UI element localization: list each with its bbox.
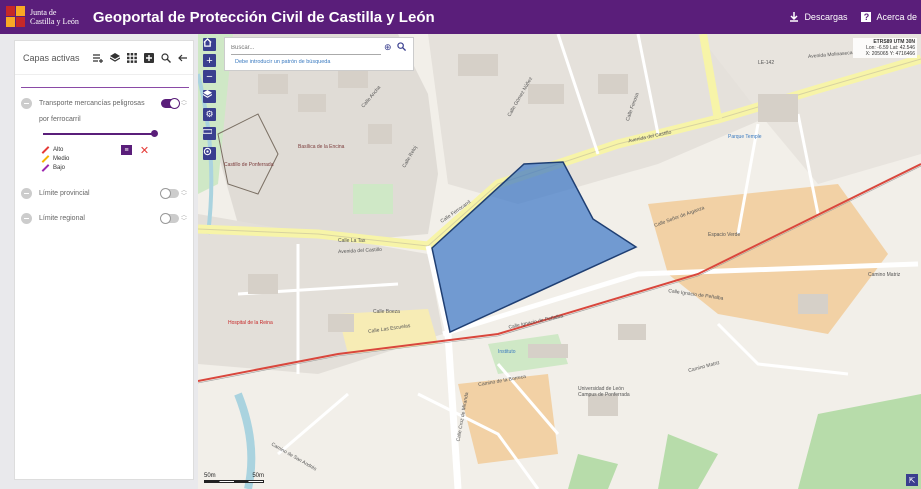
reorder-chevron-icon[interactable]: ︿﹀ [180, 213, 187, 225]
downloads-label: Descargas [804, 12, 848, 22]
coords-title: ETRS89 UTM 30N [873, 39, 915, 45]
layer-name-line1: Transporte mercancías peligrosas [39, 100, 145, 107]
grid-icon[interactable] [125, 51, 139, 65]
legend-swatch [41, 155, 50, 163]
layer-item-limite-regional: Límite regional ︿﹀ [21, 213, 187, 227]
opacity-slider[interactable] [43, 130, 158, 137]
map-label: Parque Temple [728, 134, 762, 140]
legend-item-medio: Medio [41, 155, 70, 163]
layer-toggle[interactable] [161, 98, 180, 109]
reorder-chevron-icon[interactable]: ︿﹀ [180, 98, 187, 110]
expand-icon[interactable]: ⇱ [906, 474, 918, 486]
layer-item-limite-provincial: Límite provincial ︿﹀ [21, 188, 187, 202]
layers-icon[interactable] [108, 51, 122, 65]
map-label: Instituto [498, 349, 516, 355]
map-view[interactable]: Avenida del Castillo Avenida del Castill… [198, 34, 921, 489]
legend-label: Medio [53, 156, 70, 162]
home-icon[interactable] [203, 38, 216, 51]
map-label: Castillo de Ponferrada [224, 162, 274, 168]
map-label: Hospital de la Reina [228, 320, 273, 326]
zoom-out-icon[interactable]: − [203, 70, 216, 83]
junta-logo[interactable]: Junta de Castilla y León [6, 6, 79, 28]
opacity-slider-thumb[interactable] [151, 130, 158, 137]
logo-line2: Castilla y León [30, 17, 79, 26]
layer-toggle[interactable] [160, 213, 179, 224]
legend-swatch [41, 164, 50, 172]
layer-remove-icon[interactable] [21, 98, 32, 109]
add-box-icon[interactable] [142, 51, 156, 65]
layer-name-line2: por ferrocarril [39, 116, 81, 123]
reorder-chevron-icon[interactable]: ︿﹀ [180, 188, 187, 200]
legend-item-bajo: Bajo [41, 164, 66, 172]
map-search-box: ⊕ Debe introducir un patrón de búsqueda [224, 37, 414, 71]
app-header: Junta de Castilla y León Geoportal de Pr… [0, 0, 921, 34]
map-label: Calle La Tax [338, 238, 366, 244]
layer-toggle[interactable] [160, 188, 179, 199]
add-search-icon[interactable]: ⊕ [384, 42, 392, 52]
sidebar: Capas activas Trans [0, 34, 198, 489]
downloads-button[interactable]: Descargas [789, 12, 847, 22]
zoom-in-icon[interactable]: + [203, 54, 216, 67]
active-layers-panel: Capas activas Trans [14, 40, 194, 480]
layers-icon[interactable] [203, 90, 216, 103]
measure-icon[interactable] [203, 127, 216, 140]
coords-line2: X: 205065 Y: 4716466 [865, 51, 915, 57]
panel-title: Capas activas [23, 52, 80, 63]
legend-label: Bajo [53, 165, 66, 171]
layer-item-transporte: Transporte mercancías peligrosas por fer… [21, 98, 187, 178]
map-canvas [198, 34, 921, 489]
legend-label: Alto [53, 147, 64, 153]
logo-line1: Junta de [30, 8, 57, 17]
layer-name: Límite regional [39, 215, 85, 222]
back-arrow-icon[interactable] [176, 51, 190, 65]
coat-of-arms-icon [6, 6, 26, 28]
scale-bar: 50m 50m [204, 473, 264, 483]
legend-item-alto: Alto [41, 146, 64, 154]
about-label: Acerca de [876, 12, 917, 22]
download-icon [789, 12, 799, 22]
app-title: Geoportal de Protección Civil de Castill… [92, 8, 435, 26]
map-search-input[interactable] [231, 42, 381, 55]
scale-left: 50m [204, 473, 216, 479]
legend-swatch [41, 146, 50, 154]
coords-line1: Lon: -6.59 Lat: 42.546 [866, 45, 915, 51]
scale-right: 50m [252, 473, 264, 479]
map-label: Calle Boeza [373, 309, 400, 315]
search-hint: Debe introducir un patrón de búsqueda [235, 59, 331, 65]
search-icon[interactable] [159, 51, 173, 65]
legend-info-icon[interactable]: ≡ [121, 145, 132, 155]
map-label: LE-142 [758, 60, 775, 66]
layer-name: Límite provincial [39, 190, 90, 197]
locate-icon[interactable] [203, 147, 216, 160]
map-label: Espacio Verde [708, 232, 741, 238]
coordinates-readout: ETRS89 UTM 30N Lon: -6.59 Lat: 42.546 X:… [853, 38, 917, 58]
settings-icon[interactable]: ⚙ [203, 108, 216, 121]
add-layer-icon[interactable] [91, 51, 105, 65]
map-label: Basílica de la Encina [298, 144, 345, 150]
map-label: Camino Matriz [868, 272, 901, 278]
about-button[interactable]: ? Acerca de [861, 12, 917, 22]
help-icon: ? [861, 12, 872, 22]
layer-remove-icon[interactable] [21, 188, 32, 199]
layer-remove-icon[interactable] [21, 213, 32, 224]
remove-layer-icon[interactable]: ✕ [139, 144, 150, 157]
panel-divider [21, 87, 189, 88]
map-label: Universidad de León Campus de Ponferrada [578, 386, 630, 398]
